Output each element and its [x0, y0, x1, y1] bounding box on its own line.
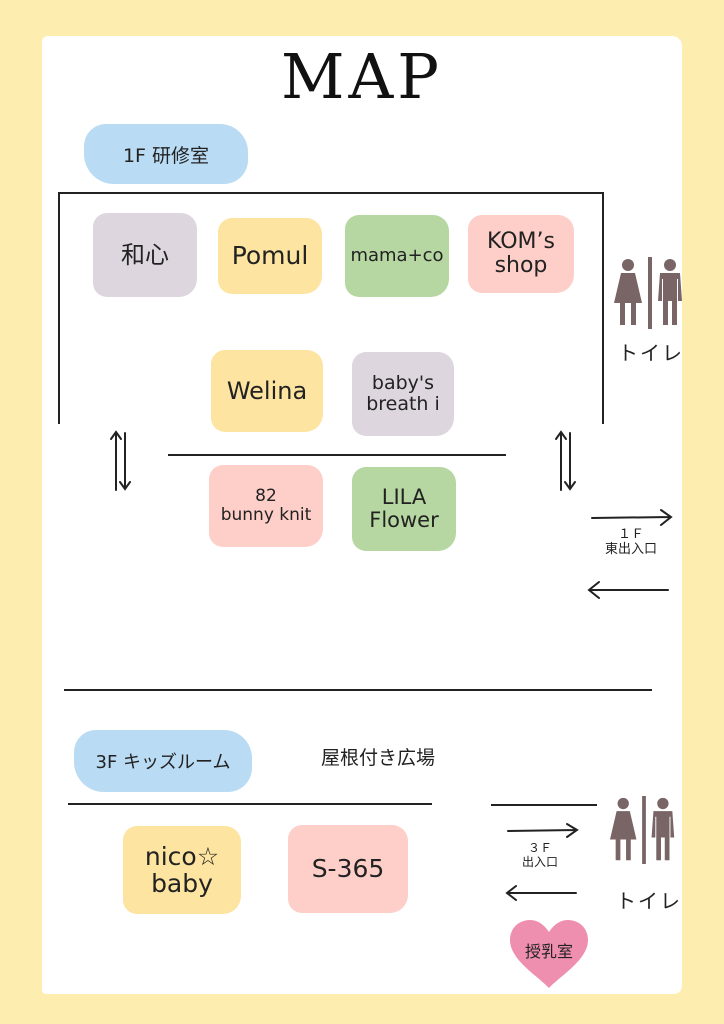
- floor3-label: 3F キッズルーム: [74, 730, 252, 792]
- shop-koms-shop[interactable]: KOM’s shop: [468, 215, 574, 293]
- shop-s-365[interactable]: S-365: [288, 825, 408, 913]
- left-arrow-icon: [504, 884, 578, 902]
- shop-washin[interactable]: 和心: [93, 213, 197, 297]
- nursing-room[interactable]: 授乳室: [508, 918, 590, 990]
- page-title: MAP: [281, 40, 443, 113]
- toilet-label-3f: トイレ: [616, 889, 682, 913]
- shop-mama-co[interactable]: mama+co: [345, 215, 449, 297]
- floor3-entrance-label: ３Ｆ 出入口: [521, 841, 558, 869]
- room-wall-left: [58, 192, 60, 424]
- corridor-wall: [491, 804, 597, 806]
- covered-plaza-label: 屋根付き広場: [321, 747, 436, 769]
- shop-pomul[interactable]: Pomul: [218, 218, 322, 294]
- shop-82-bunny-knit[interactable]: 82 bunny knit: [209, 465, 323, 547]
- kids-room-wall: [68, 803, 432, 805]
- up-down-arrows-icon: [108, 430, 134, 492]
- aisle-divider: [168, 454, 506, 456]
- floor1-label: 1F 研修室: [84, 124, 248, 184]
- east-entrance-label: １Ｆ 東出入口: [604, 527, 657, 557]
- left-arrow-icon: [586, 580, 670, 600]
- restroom-icon: [610, 795, 678, 865]
- room-wall-right: [602, 192, 604, 424]
- shop-welina[interactable]: Welina: [211, 350, 323, 432]
- shop-nico-baby[interactable]: nico☆ baby: [123, 826, 241, 914]
- restroom-icon: [614, 257, 686, 329]
- section-divider: [64, 689, 652, 691]
- room-wall-top: [58, 192, 604, 194]
- right-arrow-icon: [590, 508, 674, 528]
- shop-lila-flower[interactable]: LILA Flower: [352, 467, 456, 551]
- heart-icon: [510, 920, 588, 988]
- nursing-room-label: 授乳室: [524, 942, 573, 961]
- shop-babys-breath[interactable]: baby's breath i: [352, 352, 454, 436]
- up-down-arrows-icon: [553, 430, 579, 492]
- right-arrow-icon: [506, 822, 580, 840]
- toilet-label-1f: トイレ: [618, 341, 684, 365]
